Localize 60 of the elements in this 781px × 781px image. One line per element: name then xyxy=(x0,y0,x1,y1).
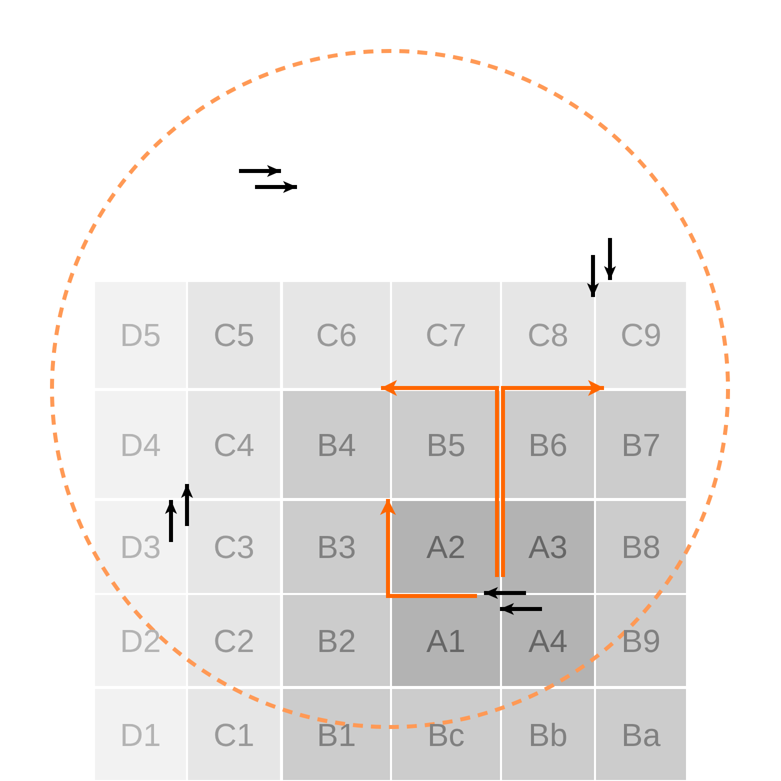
grid-square xyxy=(188,391,280,498)
grid-square xyxy=(283,282,390,388)
grid-label: D3 xyxy=(120,531,161,563)
grid-label: B8 xyxy=(621,531,661,563)
grid-square xyxy=(95,501,186,593)
grid-label: C8 xyxy=(528,319,568,351)
grid-label: C6 xyxy=(316,319,357,351)
arrow xyxy=(380,499,477,598)
grid-square xyxy=(283,689,390,780)
grid-label: D1 xyxy=(120,718,161,750)
grid-square xyxy=(502,595,594,686)
grid-square xyxy=(392,501,500,593)
grid-square xyxy=(392,391,500,498)
grid-square xyxy=(502,689,594,780)
grid-square xyxy=(392,689,500,780)
grid-square xyxy=(188,501,280,593)
grid-square xyxy=(596,689,686,780)
grid-label: B6 xyxy=(528,428,568,460)
arrow xyxy=(381,380,499,577)
grid-label: B9 xyxy=(621,624,661,656)
grid-label: D2 xyxy=(120,624,161,656)
grid-label: A2 xyxy=(426,531,466,563)
grid-label: B4 xyxy=(316,428,356,460)
grid-label: D5 xyxy=(120,319,161,351)
grid-square xyxy=(283,391,390,498)
grid-label: C2 xyxy=(214,624,254,656)
grid-square xyxy=(188,282,280,388)
grid-square xyxy=(95,391,186,498)
grid-label: B1 xyxy=(316,718,356,750)
grid-label: C4 xyxy=(214,428,254,460)
grid-square xyxy=(596,595,686,686)
grid-label: B2 xyxy=(316,624,356,656)
grid-label: A4 xyxy=(528,624,568,656)
grid-square xyxy=(188,689,280,780)
arrow xyxy=(501,380,604,577)
grid-square xyxy=(392,595,500,686)
grid-label: B5 xyxy=(426,428,466,460)
grid-label: B7 xyxy=(621,428,661,460)
grid-square xyxy=(188,595,280,686)
grid-label: A1 xyxy=(426,624,466,656)
grid-square xyxy=(596,391,686,498)
grid-label: C7 xyxy=(426,319,466,351)
grid-label: C3 xyxy=(214,531,254,563)
grid-label: A3 xyxy=(528,531,568,563)
grid-label: Ba xyxy=(621,718,661,750)
grid-label: D4 xyxy=(120,428,161,460)
grid-label: Bb xyxy=(528,718,568,750)
grid-label: C5 xyxy=(214,319,254,351)
grid-square xyxy=(502,391,594,498)
grid-square xyxy=(596,501,686,593)
grid-square xyxy=(283,595,390,686)
grid-square xyxy=(596,282,686,388)
grid-label: B3 xyxy=(316,531,356,563)
grid-square xyxy=(95,595,186,686)
grid-square xyxy=(502,501,594,593)
grid-label: C1 xyxy=(214,718,254,750)
grid-square xyxy=(502,282,594,388)
grid-square xyxy=(392,282,500,388)
grid-label: C9 xyxy=(620,319,662,351)
grid-label: Bc xyxy=(427,718,465,750)
